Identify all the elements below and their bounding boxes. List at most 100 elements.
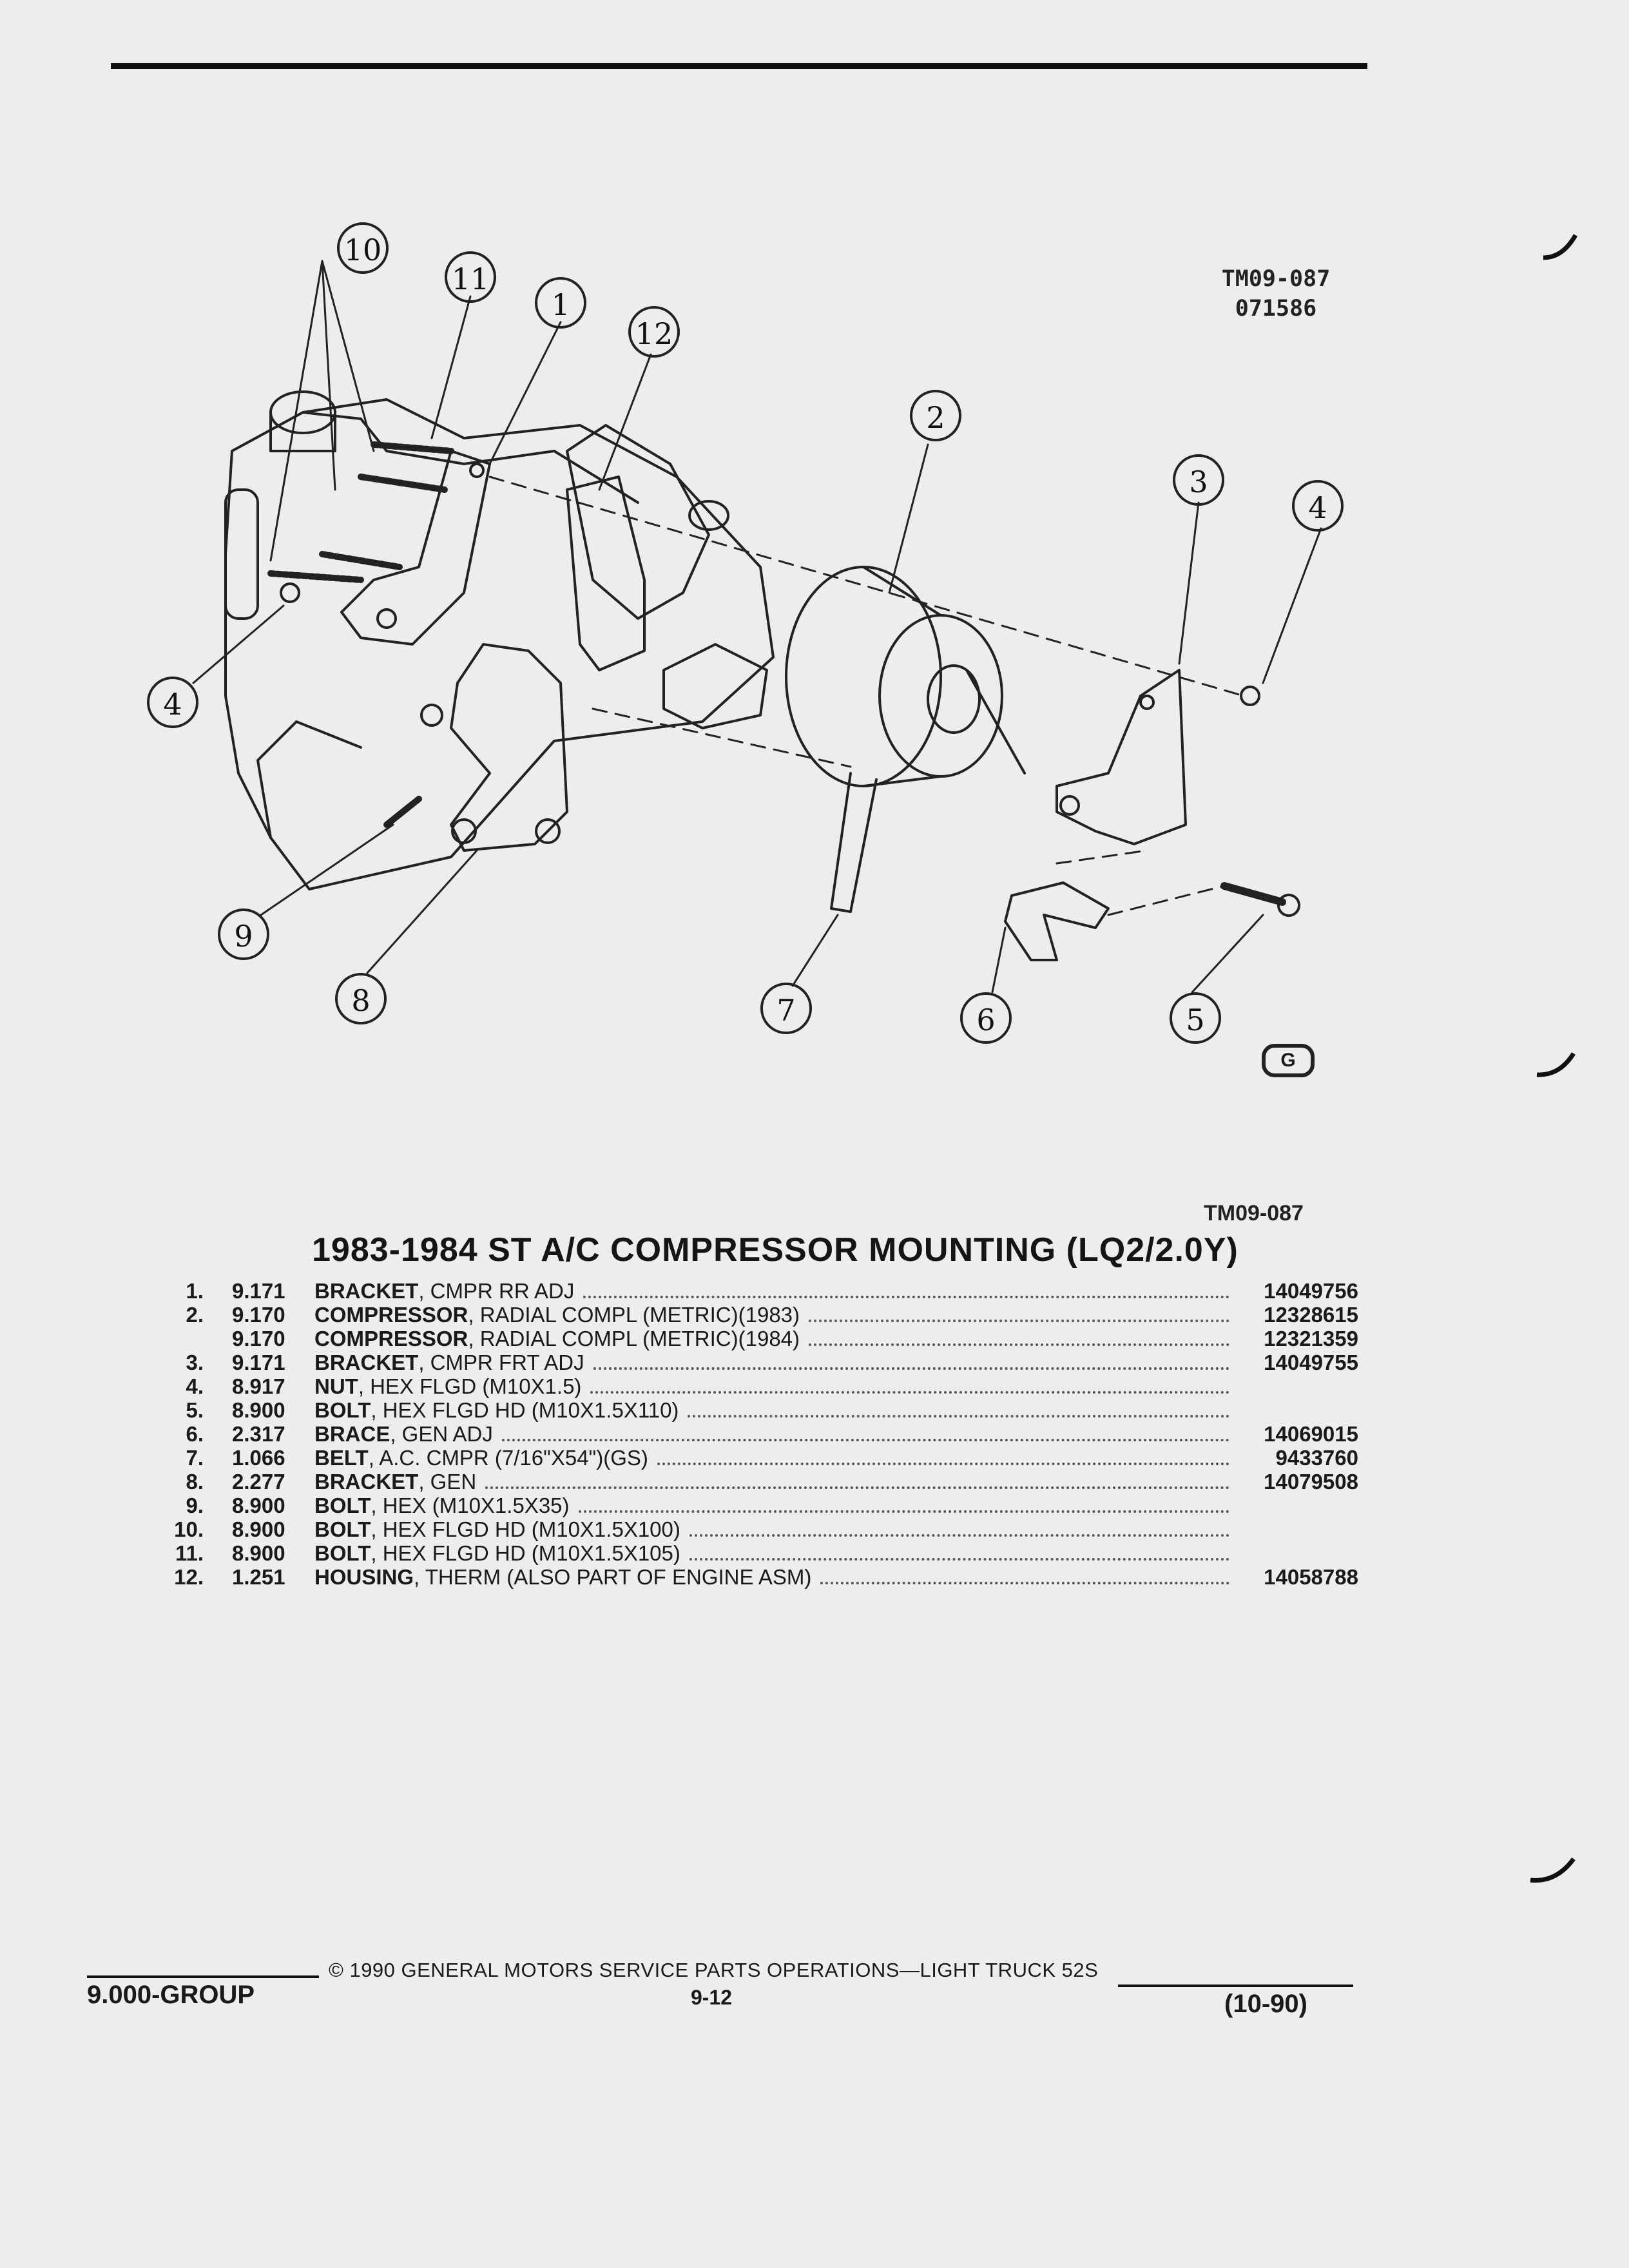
part-name: BRACE (314, 1422, 390, 1446)
callout-4-right: 4 (1308, 490, 1327, 525)
group-number: 2.277 (232, 1470, 285, 1494)
part-name: BOLT (314, 1494, 371, 1517)
binding-mark (1536, 1052, 1576, 1077)
callout-2: 2 (926, 400, 945, 435)
parts-row: 8. 2.277 BRACKET, GEN 14079508 (148, 1470, 1360, 1494)
group-number: 1.251 (232, 1565, 285, 1589)
part-name: NUT (314, 1374, 358, 1398)
item-number: 1. (186, 1279, 204, 1303)
revision-date: (10-90) (1224, 1990, 1307, 2018)
item-number: 12. (174, 1565, 204, 1589)
part-name: BOLT (314, 1517, 371, 1541)
thermostat-housing (566, 424, 710, 620)
item-number: 4. (186, 1374, 204, 1398)
group-number: 1.066 (232, 1446, 285, 1470)
parts-row: 7. 1.066 BELT, A.C. CMPR (7/16"X54")(GS) 94… (148, 1446, 1360, 1470)
part-detail: , HEX FLGD HD (M10X1.5X105) (371, 1541, 680, 1565)
part-detail: , A.C. CMPR (7/16"X54")(GS) (368, 1446, 648, 1470)
part-name: BRACKET (314, 1470, 419, 1494)
group-number: 8.900 (232, 1494, 285, 1517)
callout-3: 3 (1189, 465, 1208, 499)
group-number: 9.170 (232, 1303, 285, 1327)
drawing-code: TM09-087 (1221, 266, 1331, 292)
part-number: 14049755 (1264, 1350, 1358, 1374)
part-number: 12321359 (1264, 1327, 1358, 1350)
item-number: 11. (175, 1541, 204, 1565)
callout-4-left: 4 (163, 687, 182, 722)
part-name: BRACKET (314, 1279, 419, 1303)
part-detail: , GEN ADJ (390, 1422, 493, 1446)
item-number: 8. (186, 1470, 204, 1494)
part-detail: , CMPR FRT ADJ (418, 1350, 584, 1374)
callout-12: 12 (635, 316, 673, 351)
part-name: BOLT (314, 1541, 371, 1565)
page-title: 1983-1984 ST A/C COMPRESSOR MOUNTING (LQ… (312, 1231, 1239, 1269)
part-number: 9433760 (1275, 1446, 1358, 1470)
footer-rule-left (87, 1975, 319, 1978)
item-number: 9. (186, 1494, 204, 1517)
item-number: 2. (186, 1303, 204, 1327)
part-name: COMPRESSOR (314, 1327, 468, 1350)
parts-row: 4. 8.917 NUT, HEX FLGD (M10X1.5) (148, 1374, 1360, 1398)
brace-generator-adjust (1004, 881, 1110, 961)
part-detail: , GEN (418, 1470, 477, 1494)
callout-1: 1 (551, 287, 570, 322)
callout-5: 5 (1186, 1003, 1204, 1037)
item-number: 5. (186, 1398, 204, 1422)
group-number: 8.900 (232, 1541, 285, 1565)
callout-9: 9 (234, 919, 253, 954)
page-number: 9-12 (691, 1986, 733, 2009)
item-number: 6. (186, 1422, 204, 1446)
part-number: 14058788 (1264, 1565, 1358, 1589)
item-number: 3. (186, 1350, 204, 1374)
group-number: 8.917 (232, 1374, 285, 1398)
part-name: BOLT (314, 1398, 371, 1422)
exploded-parts-diagram: 10 11 1 12 2 3 4 4 9 8 7 6 5 (147, 222, 1344, 1044)
footer-copyright: © 1990 GENERAL MOTORS SERVICE PARTS OPER… (329, 1959, 1099, 1981)
callout-8: 8 (351, 983, 370, 1018)
part-detail: , HEX (M10X1.5X35) (371, 1494, 570, 1517)
part-name: COMPRESSOR (314, 1303, 468, 1327)
drawing-date: 071586 (1235, 296, 1317, 322)
bracket-rear-adjust (340, 450, 491, 646)
part-number: 14069015 (1264, 1422, 1358, 1446)
part-name: BRACKET (314, 1350, 419, 1374)
group-number: 9.171 (232, 1279, 285, 1303)
bracket-front-adjust (1055, 669, 1187, 845)
gm-logo: G (1262, 1044, 1315, 1077)
footer-rule-right (1118, 1984, 1353, 1987)
callout-10: 10 (344, 233, 382, 267)
drawing-code-block: TM09-087 071586 (1186, 264, 1366, 323)
figure-code: TM09-087 (1204, 1201, 1304, 1225)
group-number: 8.900 (232, 1517, 285, 1541)
part-detail: , HEX FLGD HD (M10X1.5X100) (371, 1517, 680, 1541)
part-detail: , CMPR RR ADJ (418, 1279, 575, 1303)
parts-row: 9. 8.900 BOLT, HEX (M10X1.5X35) (148, 1494, 1360, 1517)
callout-6: 6 (976, 1003, 995, 1037)
part-detail: , THERM (ALSO PART OF ENGINE ASM) (414, 1565, 812, 1589)
binding-mark (1543, 234, 1578, 260)
item-number: 7. (186, 1446, 204, 1470)
drive-belt (830, 669, 1026, 913)
engine-block (224, 398, 775, 890)
top-rule (111, 63, 1367, 69)
callout-11: 11 (452, 262, 490, 296)
callout-7: 7 (776, 993, 795, 1028)
part-detail: , HEX FLGD HD (M10X1.5X110) (371, 1398, 679, 1422)
part-number: 14079508 (1264, 1470, 1358, 1494)
part-name: BELT (314, 1446, 369, 1470)
parts-row: 12. 1.251 HOUSING, THERM (ALSO PART OF ENG… (148, 1565, 1360, 1589)
part-detail: , HEX FLGD (M10X1.5) (358, 1374, 582, 1398)
footer-group: 9.000-GROUP (87, 1981, 255, 2009)
part-name: HOUSING (314, 1565, 414, 1589)
part-number: 12328615 (1264, 1303, 1358, 1327)
parts-row: 6. 2.317 BRACE, GEN ADJ 14069015 (148, 1422, 1360, 1446)
group-number: 2.317 (232, 1422, 285, 1446)
